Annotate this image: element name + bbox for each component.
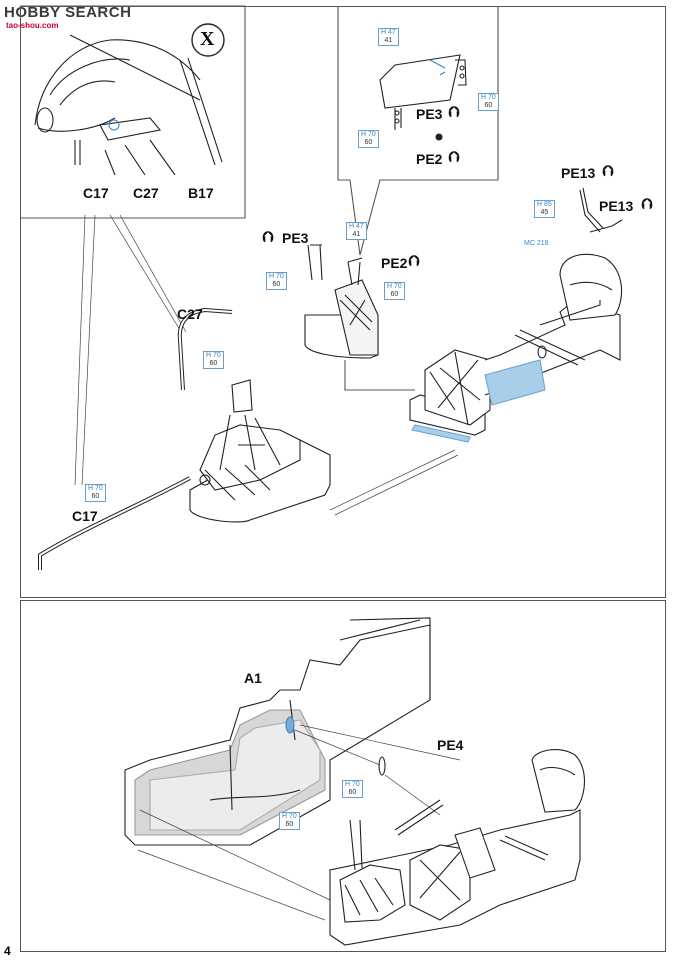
label-pe3-top: PE3 (416, 106, 443, 122)
paint-callout: MC 218 (522, 240, 551, 248)
watermark: HOBBY SEARCH tao-shou.com (4, 4, 132, 30)
label-pe2-top: PE2 (416, 151, 443, 167)
label-c27: C27 (177, 306, 203, 322)
label-pe13-b: PE13 (599, 198, 634, 214)
rotate-icon: ⮉ (262, 229, 274, 246)
watermark-brand: HOBBY SEARCH (4, 4, 132, 21)
label-c17-detail: C17 (83, 185, 109, 201)
label-pe4: PE4 (437, 737, 464, 753)
rotate-icon: ⮉ (408, 253, 420, 270)
step2-frame (20, 600, 666, 952)
label-pe2-side: PE2 (381, 255, 408, 271)
rotate-icon: ⮉ (448, 149, 460, 166)
watermark-url: tao-shou.com (6, 21, 59, 30)
label-a1: A1 (244, 670, 262, 686)
label-pe3-side: PE3 (282, 230, 309, 246)
label-c27-detail: C27 (133, 185, 159, 201)
label-b17-detail: B17 (188, 185, 214, 201)
rotate-icon: ⮉ (602, 163, 614, 180)
label-c17: C17 (72, 508, 98, 524)
rotate-icon: ⮉ (641, 196, 653, 213)
page-number: 4 (4, 944, 11, 958)
variant-badge-x: X (200, 28, 215, 50)
rotate-icon: ⮉ (448, 104, 460, 121)
step1-frame (20, 6, 666, 598)
label-pe13-a: PE13 (561, 165, 596, 181)
